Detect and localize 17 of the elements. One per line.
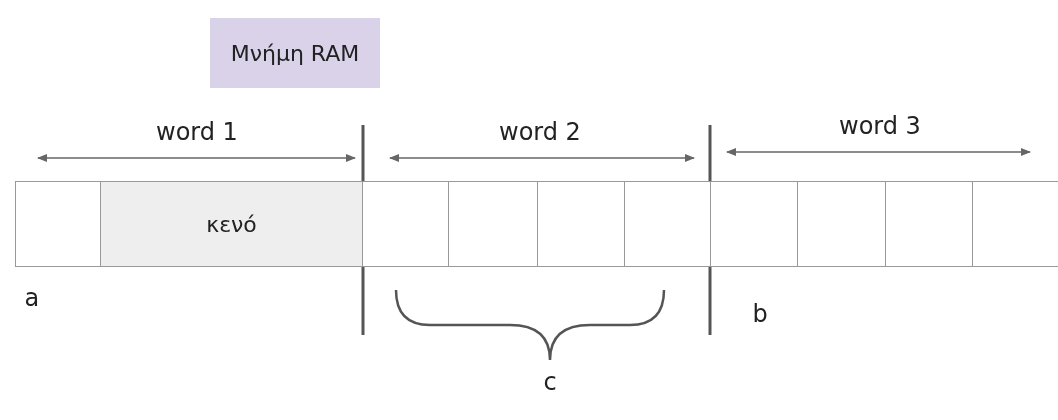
title-box: Μνήμη RAM [210,18,380,88]
memory-cell [448,181,538,267]
memory-cell [537,181,625,267]
memory-cell [885,181,973,267]
word-label: word 2 [499,120,581,144]
memory-cell [797,181,886,267]
memory-cell: κενό [100,181,363,267]
word-label: word 3 [839,114,921,138]
memory-cell [710,181,798,267]
address-label: c [543,370,557,394]
memory-cell [15,181,101,267]
memory-cell [624,181,711,267]
memory-cell [972,181,1058,267]
word-label: word 1 [156,120,238,144]
address-label: b [752,302,768,326]
address-label: a [24,286,40,310]
memory-cell [362,181,449,267]
